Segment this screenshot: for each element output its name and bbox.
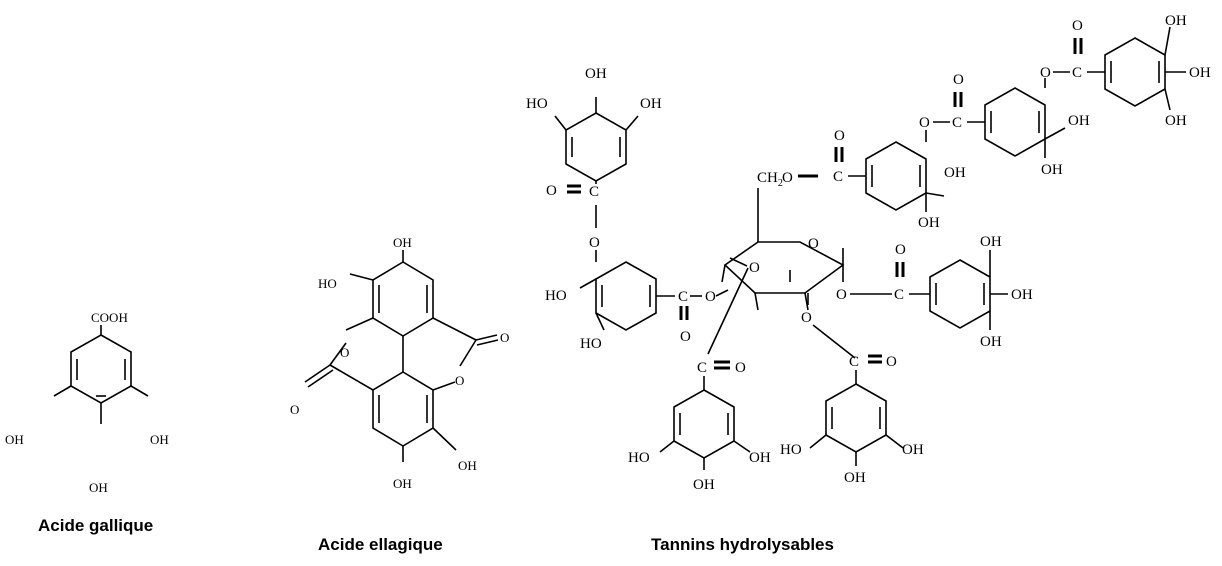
tannin-tm-ester-o: O	[1040, 65, 1051, 81]
gallic-oh-bottom: OH	[89, 480, 108, 495]
ellagic-acid-caption: Acide ellagique	[318, 535, 443, 554]
tannin-bl-ho: HO	[628, 450, 650, 466]
ellagic-acid-structure: OH HO O O O O OH OH	[290, 235, 509, 491]
ellagic-ho-left: HO	[318, 276, 337, 291]
gallic-acid-caption: Acide gallique	[38, 516, 154, 535]
tannin-tl-ho: HO	[526, 96, 548, 112]
tannin-tr-oh-bottom: OH	[1165, 113, 1187, 129]
tannin-sugar-ring-o: O	[808, 236, 819, 252]
tannin-ct-ester-o: O	[919, 115, 930, 131]
tannin-tr-oh-right: OH	[1189, 65, 1211, 81]
tannin-tl-carbonyl-o: O	[546, 183, 557, 199]
tannin-tr-oh-top: OH	[1165, 13, 1187, 29]
tannin-ch2-o: O	[782, 170, 793, 186]
tannin-r-oh-right: OH	[1011, 287, 1033, 303]
tannin-tl-oh-top: OH	[585, 66, 607, 82]
ellagic-oh-top: OH	[393, 235, 412, 250]
ellagic-ring-o-left: O	[340, 345, 349, 360]
ellagic-oh-right: OH	[458, 458, 477, 473]
tannin-tr-c: C	[1072, 65, 1082, 81]
tannin-br-oh-bottom: OH	[844, 470, 866, 486]
ellagic-oh-bottom: OH	[393, 476, 412, 491]
tannin-tl-ester-o: O	[589, 235, 600, 251]
tannin-ml-carbonyl-o: O	[680, 329, 691, 345]
tannin-bl-carbonyl-o: O	[735, 360, 746, 376]
hydrolysable-tannins-caption: Tannins hydrolysables	[651, 535, 834, 554]
tannin-ml-ester-o: O	[705, 289, 716, 305]
tannin-r-c: C	[894, 287, 904, 303]
gallic-cooh-label: COOH	[91, 310, 128, 325]
tannin-ml-c: C	[678, 289, 688, 305]
tannin-tr-carbonyl-o: O	[1072, 18, 1083, 34]
tannin-tm-c: C	[952, 115, 962, 131]
tannin-ct-oh-bottom: OH	[918, 215, 940, 231]
tannin-tm-oh-right: OH	[1068, 113, 1090, 129]
tannin-ct-carbonyl-o: O	[834, 128, 845, 144]
hydrolysable-tannin-structure: OH HO OH C O O HO HO C O O O O	[526, 13, 1211, 493]
gallic-oh-right: OH	[150, 432, 169, 447]
tannin-br-ho: HO	[780, 442, 802, 458]
tannin-bl-oh-right: OH	[749, 450, 771, 466]
tannin-bl-oh-bottom: OH	[693, 477, 715, 493]
tannin-ct-oh-right: OH	[944, 165, 966, 181]
ellagic-carbonyl-o-left: O	[290, 402, 299, 417]
gallic-oh-left: OH	[5, 432, 24, 447]
tannin-br-oh-right: OH	[902, 442, 924, 458]
tannin-tm-oh-bottom: OH	[1041, 162, 1063, 178]
tannin-tl-oh-right: OH	[640, 96, 662, 112]
tannin-r-oh-top: OH	[980, 234, 1002, 250]
tannin-br-carbonyl-o: O	[886, 354, 897, 370]
tannin-bl-c: C	[697, 360, 707, 376]
tannin-br-ester-o: O	[801, 310, 812, 326]
tannin-tl-c: C	[589, 184, 599, 200]
tannin-ch2-label: CH2	[757, 170, 783, 189]
tannin-ml-ho: HO	[545, 288, 567, 304]
tannin-r-ester-o: O	[836, 287, 847, 303]
tannin-r-oh-bottom: OH	[980, 334, 1002, 350]
tannin-ml-ho-bottom: HO	[580, 336, 602, 352]
tannin-ct-c: C	[833, 169, 843, 185]
gallic-acid-structure: COOH OH OH OH	[5, 310, 169, 495]
ellagic-ring-o-right: O	[455, 373, 464, 388]
tannin-tm-carbonyl-o: O	[953, 72, 964, 88]
ellagic-carbonyl-o-right: O	[500, 330, 509, 345]
tannin-br-c: C	[849, 354, 859, 370]
tannin-r-carbonyl-o: O	[895, 242, 906, 258]
tannin-sugar-o-lower: O	[749, 260, 760, 276]
